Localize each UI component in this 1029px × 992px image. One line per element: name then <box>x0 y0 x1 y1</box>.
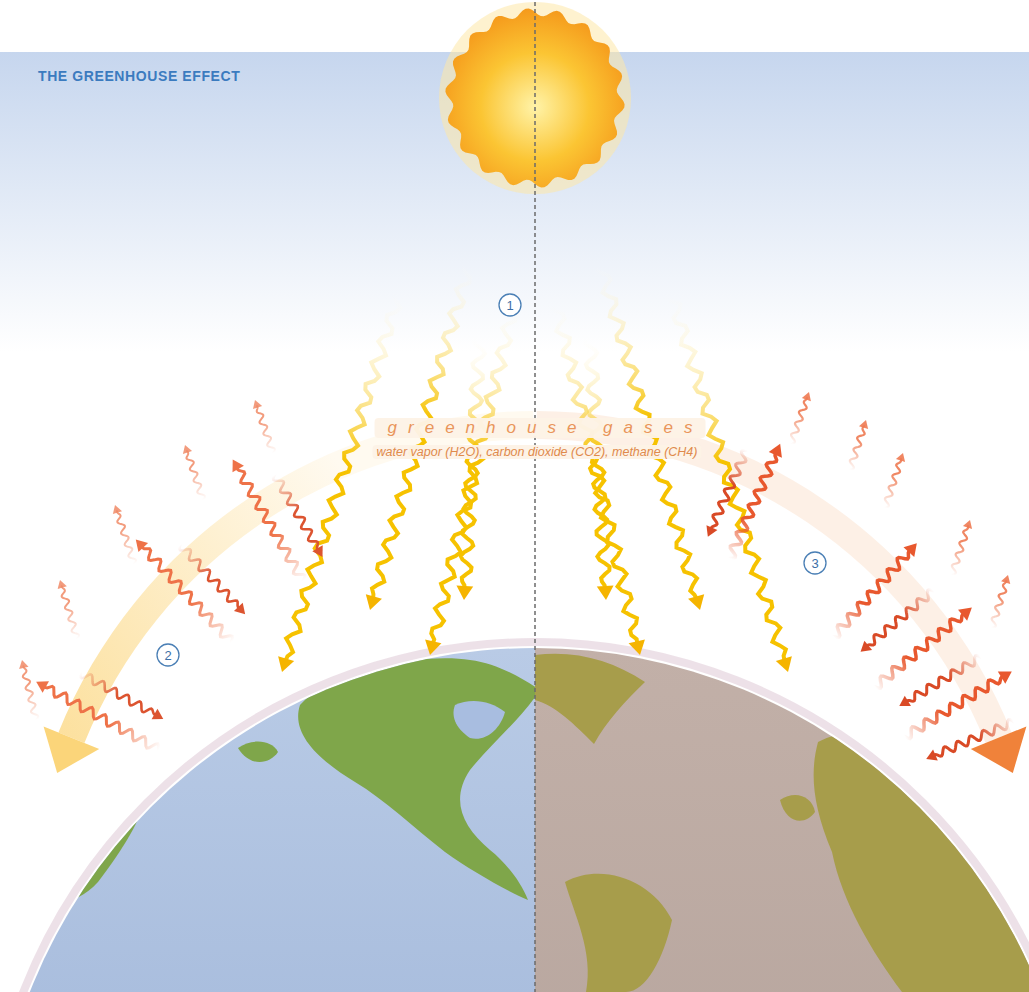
callout-number: 2 <box>164 649 171 662</box>
radiation-ray <box>186 451 204 500</box>
radiation-ray <box>711 450 746 529</box>
radiation-ray <box>117 511 136 564</box>
arrow-head <box>963 520 972 529</box>
arrow-head <box>366 594 382 610</box>
arrow-head <box>597 586 614 600</box>
arrow-head <box>233 460 244 473</box>
radiation-ray <box>850 426 865 470</box>
radiation-ray <box>431 300 515 644</box>
radiation-ray <box>273 475 318 550</box>
radiation-ray <box>44 686 159 750</box>
radiation-ray <box>23 666 38 720</box>
radiation-ray <box>285 290 400 661</box>
arrow-head <box>152 709 164 719</box>
arrow-head <box>234 603 245 614</box>
band-right <box>537 411 1012 743</box>
diagram-title: THE GREENHOUSE EFFECT <box>38 68 240 84</box>
arrow-head <box>278 656 294 672</box>
arrow-head <box>998 671 1012 683</box>
arrow-head <box>776 656 792 672</box>
callout-circles <box>157 294 826 666</box>
band-arrow-head <box>971 726 1027 772</box>
radiation-ray <box>934 719 1014 756</box>
arrow-head <box>802 392 811 401</box>
radiation-ray <box>142 546 233 642</box>
arrow-head <box>688 594 704 610</box>
radiation-ray <box>952 526 968 575</box>
radiation-ray <box>905 676 1004 738</box>
arrow-head <box>253 400 262 409</box>
radiation-ray <box>551 300 638 644</box>
radiation-ray <box>257 406 275 453</box>
radiation-ray <box>80 673 156 715</box>
arrow-head <box>629 639 645 655</box>
arrow-head <box>456 586 473 600</box>
radiation-ray <box>834 550 911 637</box>
radiation-ray <box>62 586 79 639</box>
arrow-head <box>861 641 873 652</box>
band-arrow-head <box>44 726 100 772</box>
callout-number: 3 <box>811 557 818 570</box>
radiation-ray <box>791 398 807 444</box>
arrow-head <box>113 505 122 514</box>
radiation-arrows <box>19 262 1014 761</box>
radiation-ray <box>906 655 981 702</box>
divider-line <box>534 2 536 992</box>
radiation-ray <box>885 459 901 508</box>
radiation-ray <box>992 581 1006 628</box>
callout-circle <box>499 294 521 316</box>
arrow-head <box>425 639 441 655</box>
arrow-head <box>1001 575 1010 584</box>
earth <box>0 642 1029 992</box>
radiation-ray <box>461 335 485 589</box>
arrow-head <box>769 444 782 458</box>
gas-list-label: water vapor (H2O), carbon dioxide (CO2),… <box>373 445 702 459</box>
arrow-head <box>859 420 868 429</box>
radiation-ray <box>237 467 305 581</box>
radiation-ray <box>867 590 934 647</box>
radiation-ray <box>585 335 610 589</box>
arrow-head <box>896 453 905 462</box>
callout-circle <box>804 552 826 574</box>
arrow-head <box>36 681 49 693</box>
radiation-ray <box>666 290 786 661</box>
arrow-head <box>903 543 916 557</box>
radiation-ray <box>179 545 239 609</box>
callout-circle <box>157 644 179 666</box>
arrow-head <box>958 608 972 621</box>
sun-disc <box>445 8 624 187</box>
arrow-head <box>706 525 717 537</box>
arrow-head <box>183 445 192 454</box>
arrow-head <box>19 660 28 669</box>
arrow-head <box>58 580 67 589</box>
arrow-head <box>926 750 938 761</box>
arrow-head <box>312 545 322 557</box>
arrow-head <box>136 539 148 552</box>
gas-band-label: greenhouse gases <box>375 418 706 438</box>
arrow-head <box>899 696 911 706</box>
callout-number: 1 <box>506 299 513 312</box>
